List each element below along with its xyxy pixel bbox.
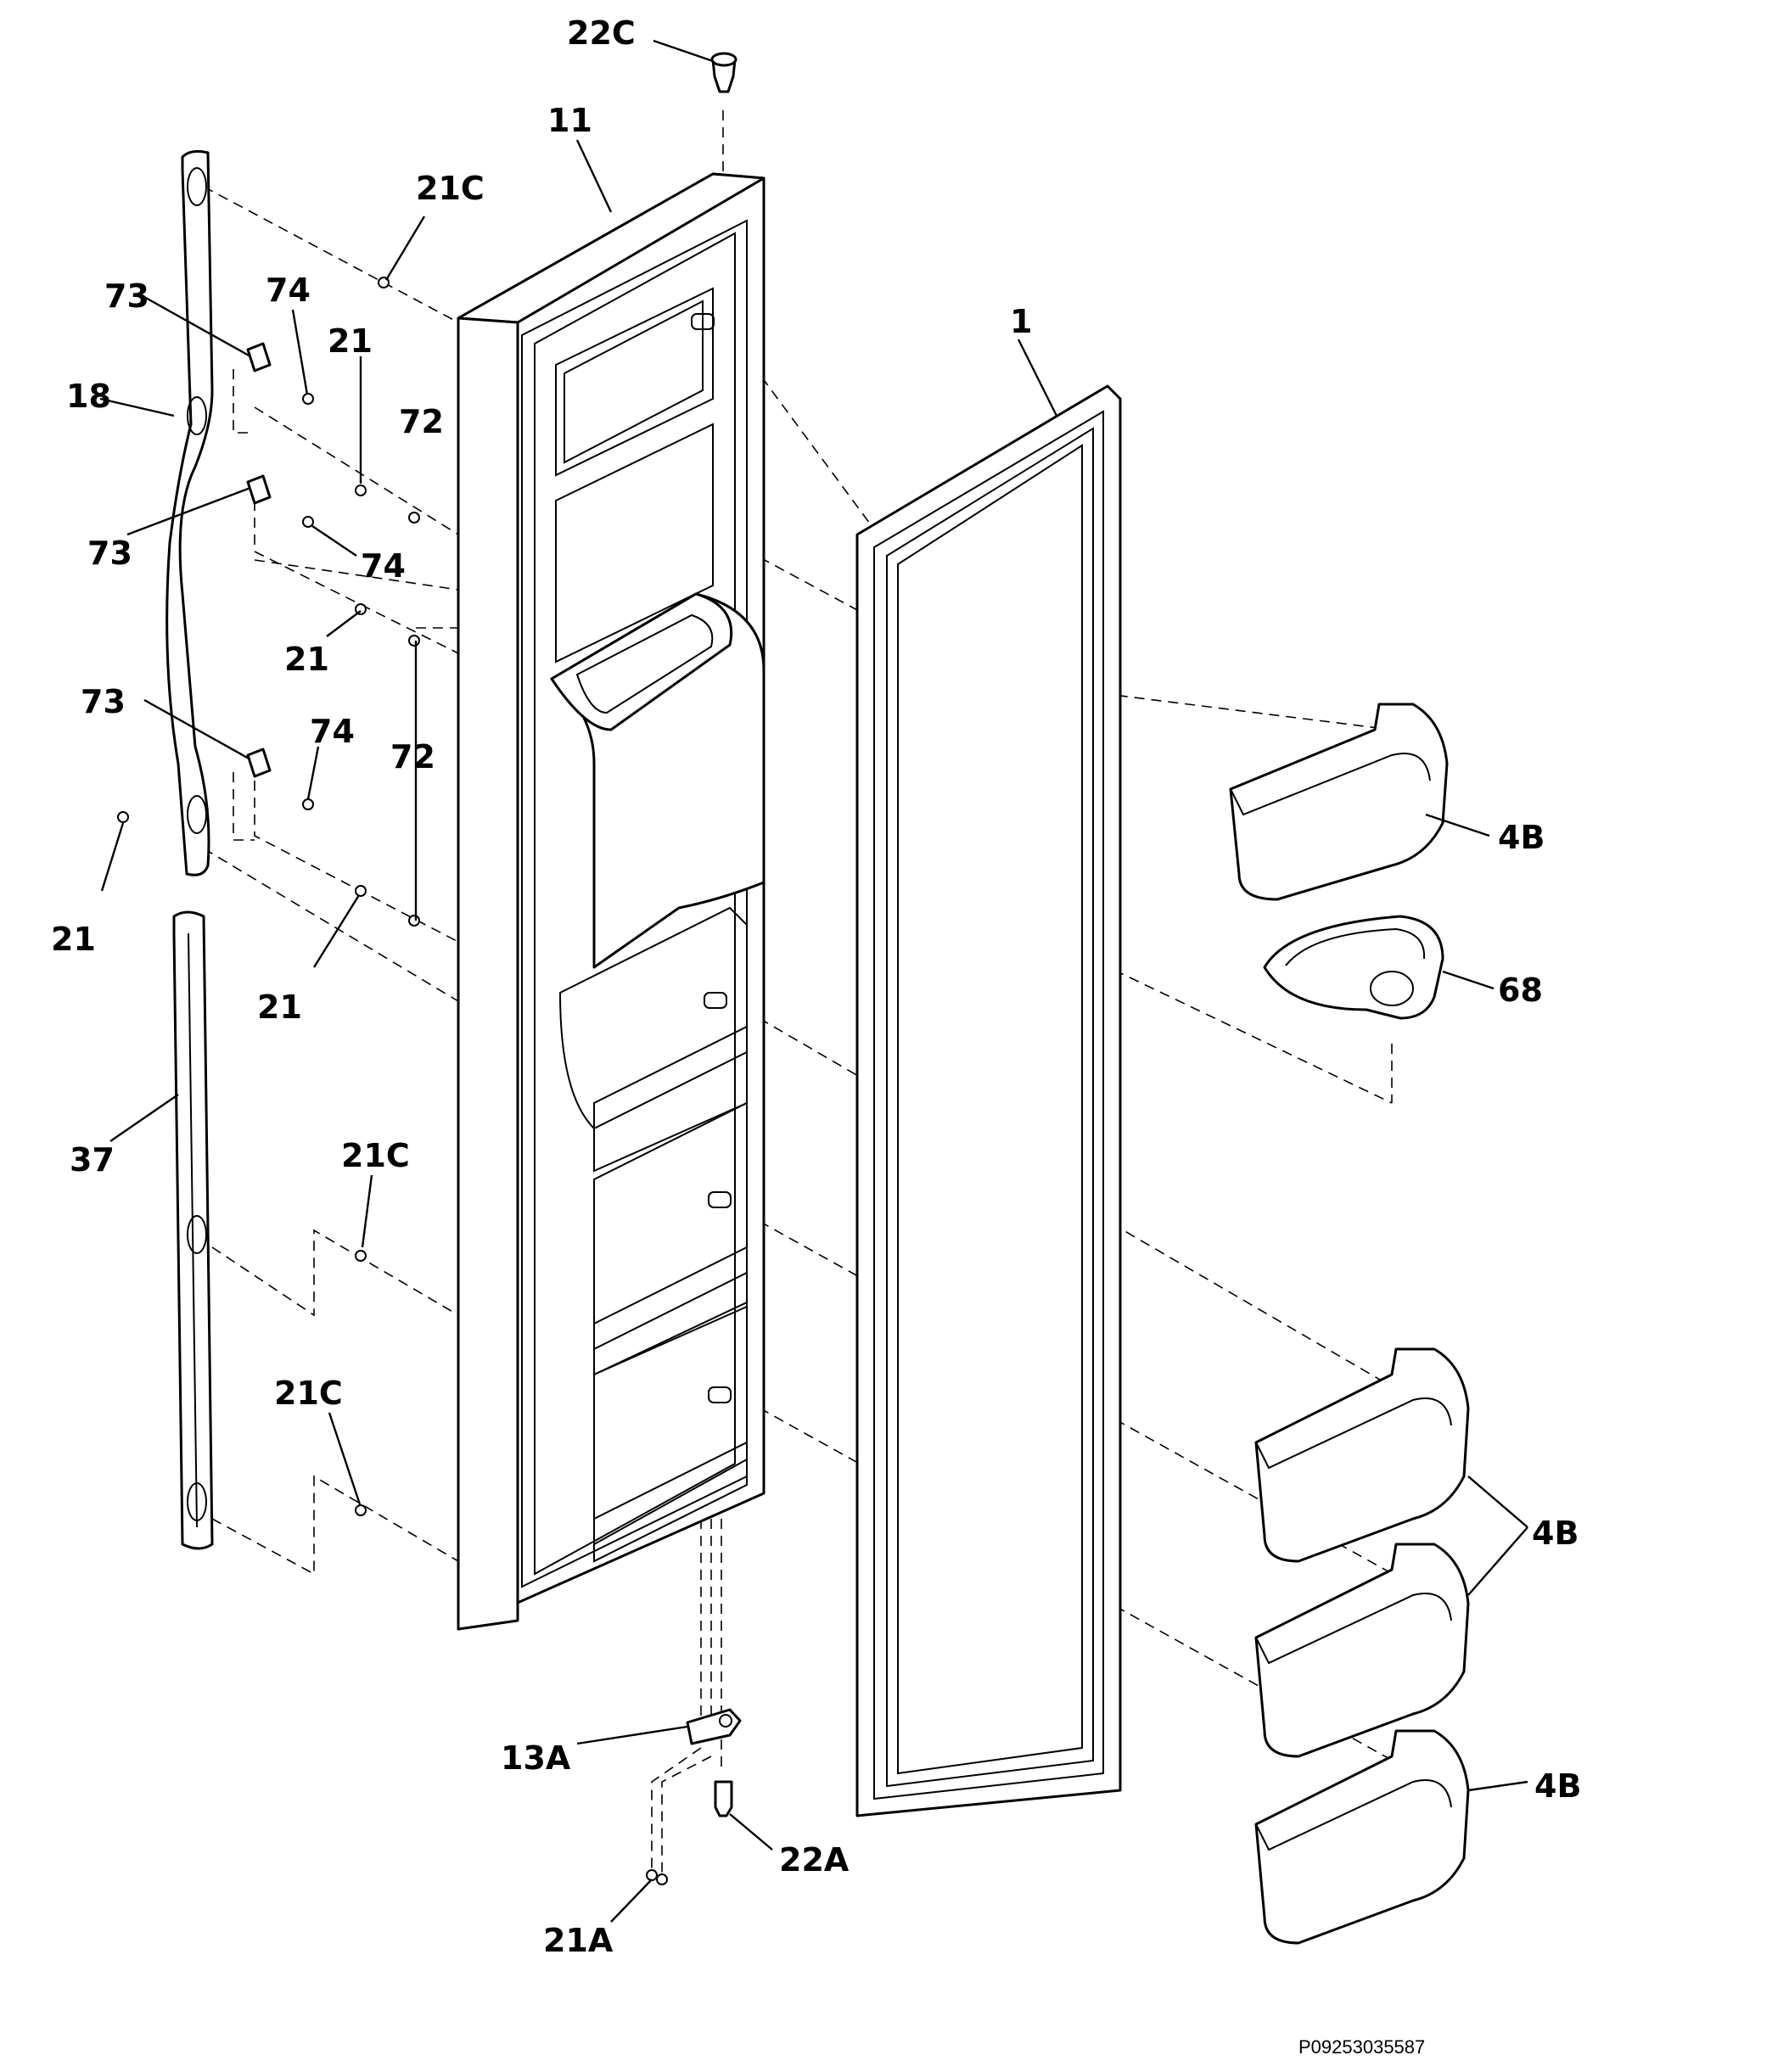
label-11: 11	[547, 102, 592, 139]
diagram-code: P09253035587	[1298, 2036, 1425, 2058]
label-4B-middle: 4B	[1532, 1515, 1579, 1552]
ice-chute-funnel	[1263, 915, 1444, 1020]
door-handle-lower	[172, 910, 214, 1550]
label-21-lower: 21	[257, 988, 302, 1026]
label-73-lower: 73	[81, 683, 126, 720]
label-68: 68	[1498, 972, 1543, 1009]
leader-lines	[99, 39, 1528, 1923]
screws	[117, 277, 668, 1885]
label-4B-top: 4B	[1498, 819, 1545, 856]
top-hinge-pin	[710, 52, 737, 93]
bottom-hinge	[686, 1708, 742, 1817]
freezer-door	[457, 172, 766, 1631]
label-21-middle: 21	[284, 641, 329, 678]
label-37: 37	[70, 1141, 115, 1179]
door-bin-3	[1254, 1729, 1470, 1945]
label-21-left: 21	[51, 921, 96, 958]
label-1: 1	[1010, 303, 1032, 340]
label-18: 18	[66, 378, 111, 415]
label-74-lower: 74	[310, 713, 355, 750]
label-22C: 22C	[567, 14, 636, 52]
assembly-lines	[203, 110, 1401, 1879]
label-73-middle: 73	[87, 535, 132, 572]
label-73-top: 73	[104, 277, 149, 315]
label-74-top: 74	[266, 272, 311, 309]
label-21A: 21A	[543, 1922, 614, 1959]
label-72-top: 72	[399, 403, 444, 440]
door-handle-upper	[165, 149, 214, 876]
label-13A: 13A	[501, 1739, 571, 1777]
label-74-middle: 74	[361, 547, 406, 585]
label-21C-middle: 21C	[341, 1137, 410, 1174]
part-labels: 22C 11 21C 73 74 21 72 18 73 74 21 73 74…	[51, 14, 1581, 2058]
door-bin-top	[1229, 703, 1449, 901]
label-22A: 22A	[779, 1841, 850, 1879]
door-gasket	[855, 384, 1122, 1817]
label-21-top: 21	[328, 322, 373, 360]
label-21C-top: 21C	[416, 170, 485, 207]
label-4B-bottom: 4B	[1534, 1767, 1581, 1805]
door-bin-2	[1254, 1543, 1470, 1758]
door-bin-1	[1254, 1347, 1470, 1563]
label-21C-lower: 21C	[274, 1375, 343, 1412]
handle-clips	[246, 342, 272, 778]
label-72-lower: 72	[390, 738, 435, 776]
